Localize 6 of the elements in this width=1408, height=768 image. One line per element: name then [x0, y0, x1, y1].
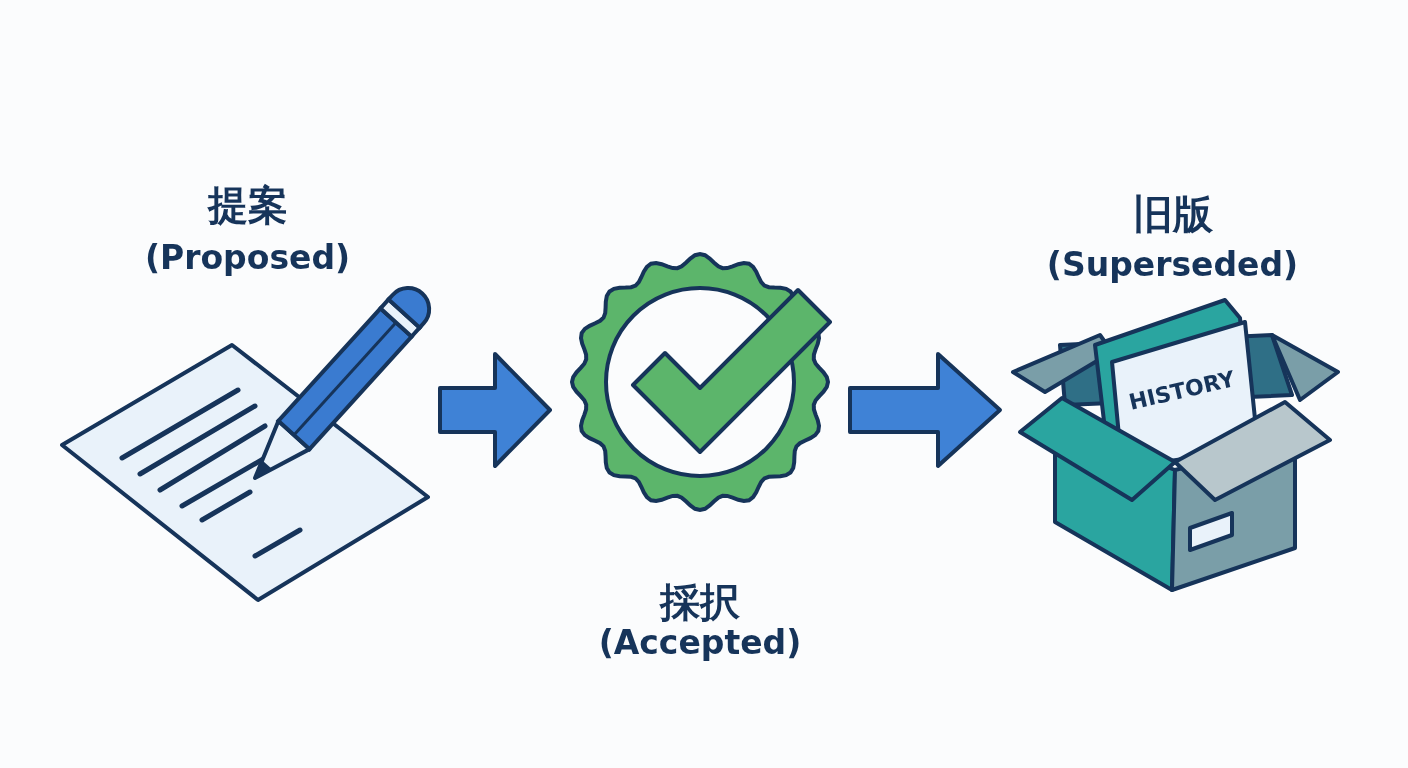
block-arrow: [848, 352, 1002, 468]
stage-subtitle: (Superseded): [1045, 245, 1300, 284]
stage-subtitle: (Proposed): [143, 238, 352, 277]
stage-title: 提案: [206, 181, 289, 230]
stage-title: 旧版: [1131, 190, 1214, 239]
block-arrow: [438, 352, 552, 468]
